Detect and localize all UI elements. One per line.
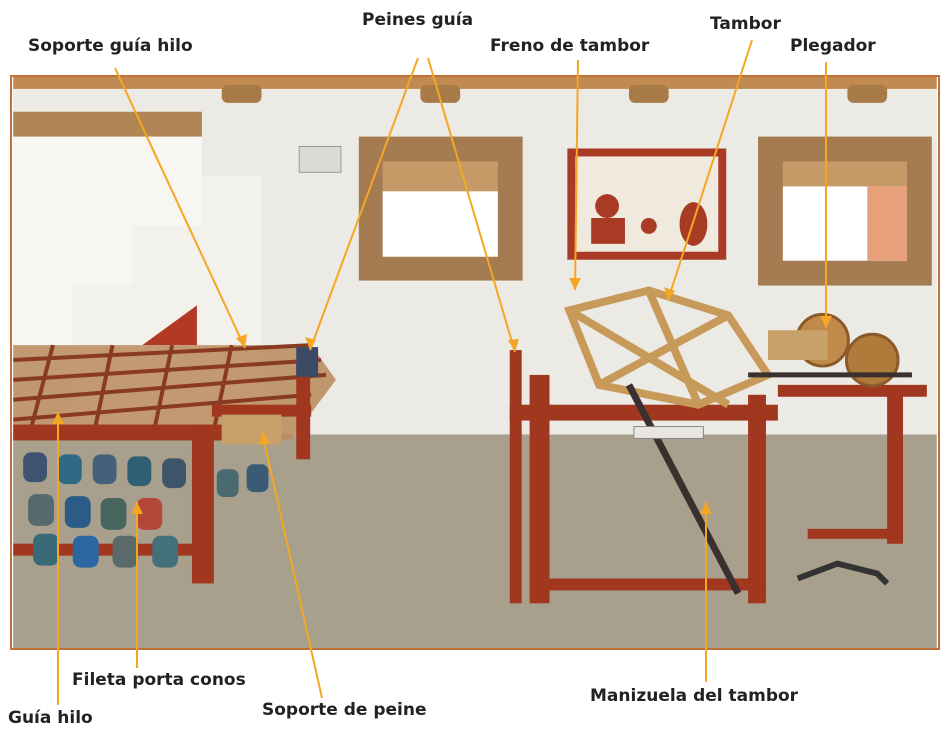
label-soporte-de-peine: Soporte de peine xyxy=(262,700,427,720)
label-plegador: Plegador xyxy=(790,36,876,56)
label-tambor: Tambor xyxy=(710,14,781,34)
label-manizuela-del-tambor: Manizuela del tambor xyxy=(590,686,799,706)
label-guia-hilo: Guía hilo xyxy=(8,708,93,728)
label-freno-de-tambor: Freno de tambor xyxy=(490,36,650,56)
label-fileta-porta-conos: Fileta porta conos xyxy=(72,670,246,690)
label-peines-guia: Peines guía xyxy=(362,10,474,30)
warping-mill-photo xyxy=(10,75,940,650)
label-soporte-guia-hilo: Soporte guía hilo xyxy=(28,36,193,56)
